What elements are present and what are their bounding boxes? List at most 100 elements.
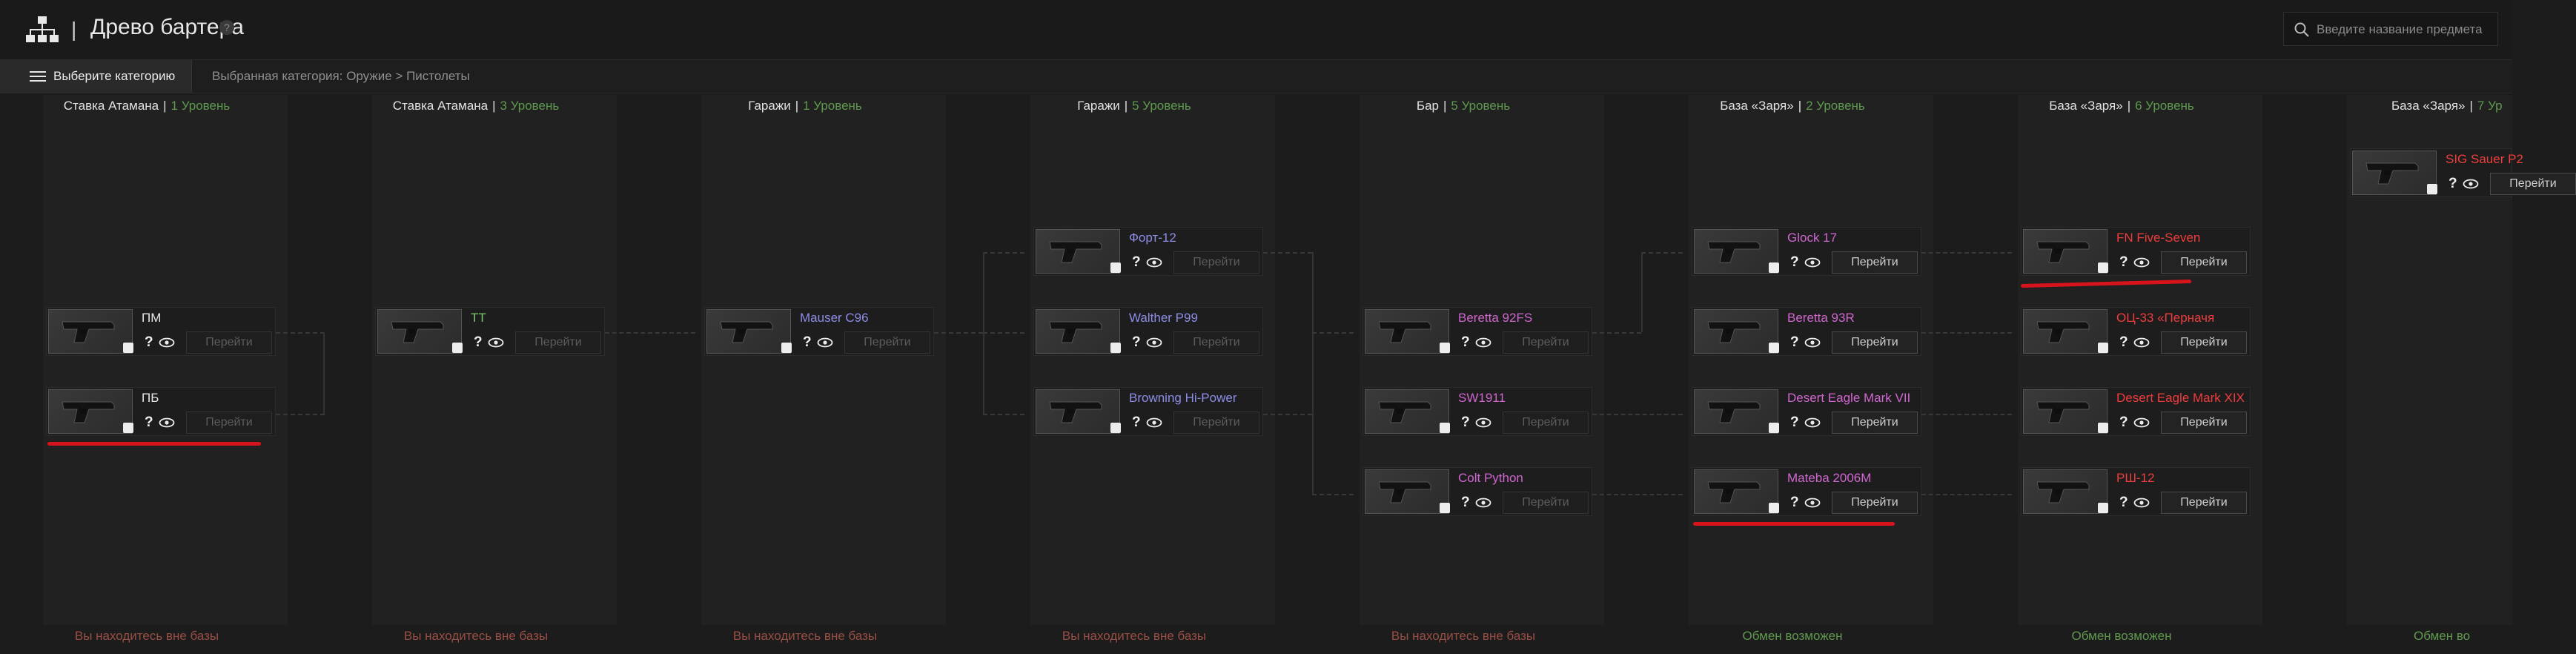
go-button[interactable]: Перейти xyxy=(1832,492,1918,514)
eye-icon[interactable] xyxy=(2133,417,2150,428)
eye-icon[interactable] xyxy=(1146,337,1162,348)
column-header: База «Заря»|2 Уровень xyxy=(1720,99,1865,113)
item-thumbnail[interactable] xyxy=(1365,469,1450,514)
go-button[interactable]: Перейти xyxy=(186,412,272,434)
item-thumbnail[interactable] xyxy=(2023,469,2108,514)
eye-icon[interactable] xyxy=(817,337,833,348)
help-icon[interactable]: ? xyxy=(1461,414,1470,430)
help-icon[interactable]: ? xyxy=(2119,495,2128,510)
eye-icon[interactable] xyxy=(2133,498,2150,508)
help-icon[interactable]: ? xyxy=(2119,334,2128,350)
help-icon[interactable]: ? xyxy=(1790,414,1799,430)
help-icon[interactable]: ? xyxy=(1132,334,1141,350)
eye-icon[interactable] xyxy=(1475,337,1491,348)
search-input[interactable]: Введите название предмета xyxy=(2283,12,2498,46)
column-level: 2 Уровень xyxy=(1806,99,1865,113)
help-icon[interactable]: ? xyxy=(2119,254,2128,270)
item-name[interactable]: Beretta 93R xyxy=(1787,311,1855,325)
item-thumbnail[interactable] xyxy=(48,389,133,434)
help-icon[interactable]: ? xyxy=(803,334,812,350)
go-button[interactable]: Перейти xyxy=(1173,331,1259,354)
go-button[interactable]: Перейти xyxy=(186,331,272,354)
item-thumbnail[interactable] xyxy=(1694,229,1779,274)
go-button[interactable]: Перейти xyxy=(1173,412,1259,434)
item-name[interactable]: ТТ xyxy=(471,311,486,325)
item-thumbnail[interactable] xyxy=(1694,469,1779,514)
item-thumbnail[interactable] xyxy=(1694,389,1779,434)
eye-icon[interactable] xyxy=(159,337,175,348)
eye-icon[interactable] xyxy=(2133,257,2150,268)
go-button[interactable]: Перейти xyxy=(1503,412,1589,434)
item-thumbnail[interactable] xyxy=(377,309,463,354)
help-icon[interactable]: ? xyxy=(1790,254,1799,270)
eye-icon[interactable] xyxy=(1804,498,1821,508)
item-name[interactable]: Colt Python xyxy=(1458,471,1523,485)
eye-icon[interactable] xyxy=(1146,417,1162,428)
go-button[interactable]: Перейти xyxy=(2161,251,2247,274)
item-thumbnail[interactable] xyxy=(2023,309,2108,354)
item-thumbnail[interactable] xyxy=(1036,229,1121,274)
go-button[interactable]: Перейти xyxy=(2161,412,2247,434)
help-icon[interactable]: ? xyxy=(2448,176,2457,191)
help-icon[interactable]: ? xyxy=(145,334,153,350)
item-thumbnail[interactable] xyxy=(2023,389,2108,434)
eye-icon[interactable] xyxy=(1475,498,1491,508)
item-name[interactable]: Mauser C96 xyxy=(800,311,869,325)
help-icon[interactable]: ? xyxy=(145,414,153,430)
item-name[interactable]: SW1911 xyxy=(1458,391,1506,405)
help-icon[interactable]: ? xyxy=(1790,495,1799,510)
item-thumbnail[interactable] xyxy=(2352,151,2437,195)
eye-icon[interactable] xyxy=(1804,257,1821,268)
go-button[interactable]: Перейти xyxy=(2490,173,2576,195)
item-name[interactable]: Desert Eagle Mark XIX xyxy=(2116,391,2245,405)
item-name[interactable]: ПМ xyxy=(142,311,162,325)
item-name[interactable]: Walther P99 xyxy=(1129,311,1198,325)
item-name[interactable]: Форт-12 xyxy=(1129,231,1176,245)
item-thumbnail[interactable] xyxy=(1365,389,1450,434)
go-button[interactable]: Перейти xyxy=(1503,331,1589,354)
go-button[interactable]: Перейти xyxy=(1832,251,1918,274)
help-icon[interactable]: ? xyxy=(474,334,483,350)
help-icon[interactable]: ? xyxy=(1132,254,1141,270)
eye-icon[interactable] xyxy=(2463,179,2479,189)
eye-icon[interactable] xyxy=(488,337,504,348)
item-thumbnail[interactable] xyxy=(1365,309,1450,354)
item-name[interactable]: Browning Hi-Power xyxy=(1129,391,1237,405)
eye-icon[interactable] xyxy=(159,417,175,428)
eye-icon[interactable] xyxy=(1146,257,1162,268)
help-icon[interactable]: ? xyxy=(219,20,234,35)
eye-icon[interactable] xyxy=(1804,417,1821,428)
item-thumbnail[interactable] xyxy=(1694,309,1779,354)
item-thumbnail[interactable] xyxy=(706,309,792,354)
help-icon[interactable]: ? xyxy=(1461,495,1470,510)
item-name[interactable]: Beretta 92FS xyxy=(1458,311,1533,325)
help-icon[interactable]: ? xyxy=(1461,334,1470,350)
go-button[interactable]: Перейти xyxy=(1832,412,1918,434)
item-name[interactable]: РШ-12 xyxy=(2116,471,2155,485)
item-name[interactable]: ПБ xyxy=(142,391,159,405)
item-thumbnail[interactable] xyxy=(48,309,133,354)
item-name[interactable]: SIG Sauer P2 xyxy=(2446,152,2523,166)
go-button[interactable]: Перейти xyxy=(1173,251,1259,274)
item-thumbnail[interactable] xyxy=(2023,229,2108,274)
item-name[interactable]: ОЦ-33 «Перначя xyxy=(2116,311,2215,325)
go-button[interactable]: Перейти xyxy=(2161,331,2247,354)
go-button[interactable]: Перейти xyxy=(515,331,601,354)
item-thumbnail[interactable] xyxy=(1036,309,1121,354)
item-name[interactable]: Glock 17 xyxy=(1787,231,1838,245)
item-name[interactable]: Desert Eagle Mark VII xyxy=(1787,391,1911,405)
item-thumbnail[interactable] xyxy=(1036,389,1121,434)
item-name[interactable]: FN Five-Seven xyxy=(2116,231,2201,245)
eye-icon[interactable] xyxy=(1475,417,1491,428)
go-button[interactable]: Перейти xyxy=(844,331,930,354)
go-button[interactable]: Перейти xyxy=(1832,331,1918,354)
help-icon[interactable]: ? xyxy=(1790,334,1799,350)
go-button[interactable]: Перейти xyxy=(1503,492,1589,514)
help-icon[interactable]: ? xyxy=(1132,414,1141,430)
select-category-button[interactable]: Выберите категорию xyxy=(0,60,192,93)
go-button[interactable]: Перейти xyxy=(2161,492,2247,514)
eye-icon[interactable] xyxy=(1804,337,1821,348)
item-name[interactable]: Mateba 2006M xyxy=(1787,471,1872,485)
help-icon[interactable]: ? xyxy=(2119,414,2128,430)
eye-icon[interactable] xyxy=(2133,337,2150,348)
